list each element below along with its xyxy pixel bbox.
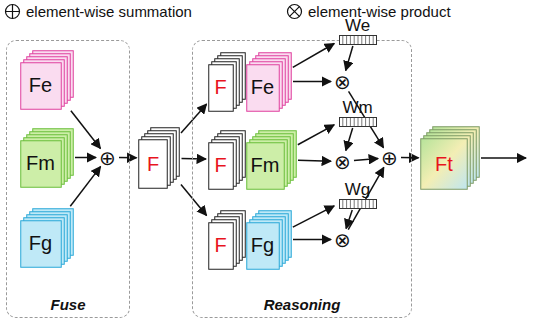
flow-arrow bbox=[346, 128, 353, 151]
operator-symbol: ⊕ bbox=[96, 146, 120, 170]
flow-arrow bbox=[346, 210, 352, 229]
flow-arrow bbox=[75, 157, 96, 159]
operator-symbol: ⊗ bbox=[331, 150, 355, 174]
weight-bar bbox=[339, 35, 377, 45]
feature-cube: Ft bbox=[420, 126, 480, 190]
feature-label: Ft bbox=[435, 153, 453, 176]
operator-glyph: ⊗ bbox=[334, 230, 351, 250]
feature-slice bbox=[246, 222, 279, 269]
feature-label: Fg bbox=[251, 234, 274, 257]
weight-label: Wg bbox=[345, 180, 371, 199]
flow-arrow bbox=[354, 158, 378, 160]
legend-symbol bbox=[286, 3, 303, 20]
weight-vector: Wm bbox=[336, 98, 380, 127]
feature-slice bbox=[246, 142, 284, 189]
legend-text: element-wise product bbox=[308, 3, 451, 20]
feature-slice bbox=[208, 142, 233, 189]
feature-slice bbox=[20, 62, 61, 109]
feature-cube: F bbox=[208, 52, 246, 112]
flow-arrow bbox=[346, 46, 353, 71]
operator-glyph: ⊕ bbox=[99, 148, 116, 168]
output-arrow bbox=[481, 157, 526, 159]
feature-slice bbox=[421, 139, 468, 190]
module-group: Fuse FeFmFg ⊕ bbox=[6, 40, 130, 318]
feature-slice bbox=[246, 64, 279, 111]
feature-cube: Fg bbox=[20, 208, 74, 268]
flow-arrow bbox=[182, 158, 207, 160]
legend-entry: element-wise product bbox=[286, 3, 451, 20]
legend-text: element-wise summation bbox=[26, 3, 192, 20]
flow-arrow bbox=[293, 43, 334, 67]
flow-arrow bbox=[181, 185, 207, 216]
flow-arrow bbox=[181, 104, 207, 133]
operator-symbol: ⊗ bbox=[331, 70, 355, 94]
feature-label: F bbox=[214, 154, 226, 177]
feature-label: F bbox=[214, 234, 226, 257]
feature-label: Fe bbox=[251, 76, 274, 99]
weight-label: Wm bbox=[342, 98, 372, 117]
feature-slice bbox=[20, 220, 61, 267]
flow-arrow bbox=[298, 125, 334, 145]
feature-slice bbox=[208, 222, 233, 269]
flow-arrow bbox=[71, 111, 101, 149]
operator-symbol: ⊗ bbox=[331, 228, 355, 252]
feature-cube: F bbox=[208, 210, 246, 270]
feature-slice bbox=[139, 140, 168, 189]
feature-slice bbox=[20, 140, 61, 187]
flow-arrow bbox=[293, 239, 331, 241]
weight-bar bbox=[339, 199, 377, 209]
feature-label: Fm bbox=[26, 152, 55, 175]
operator-glyph: ⊗ bbox=[334, 72, 351, 92]
feature-label: Fm bbox=[251, 154, 280, 177]
legend-symbol bbox=[4, 3, 21, 20]
module-label: Reasoning bbox=[264, 296, 341, 313]
flow-arrow bbox=[401, 157, 419, 159]
flow-arrow bbox=[119, 157, 137, 159]
flow-arrow bbox=[298, 160, 331, 162]
module-group: ReasoningFFeWe⊗FFmWm⊗FFgWg⊗⊕ bbox=[192, 40, 412, 318]
feature-label: Fg bbox=[29, 232, 52, 255]
feature-cube: Fm bbox=[246, 130, 297, 190]
operator-symbol: ⊕ bbox=[378, 146, 402, 170]
feature-label: F bbox=[214, 76, 226, 99]
feature-label: Fe bbox=[29, 74, 52, 97]
feature-cube: F bbox=[208, 130, 246, 190]
operator-glyph: ⊗ bbox=[334, 152, 351, 172]
legend-entry: element-wise summation bbox=[4, 3, 192, 20]
operator-glyph: ⊕ bbox=[381, 148, 398, 168]
flow-arrow bbox=[70, 167, 100, 207]
feature-cube: Fm bbox=[20, 128, 74, 188]
module-label: Fuse bbox=[50, 296, 85, 313]
feature-cube: Fe bbox=[246, 52, 292, 112]
flow-arrow bbox=[293, 206, 334, 227]
flow-arrow bbox=[293, 81, 331, 83]
feature-label: F bbox=[147, 153, 159, 176]
feature-cube: F bbox=[138, 127, 180, 189]
weight-vector: Wg bbox=[336, 180, 380, 209]
feature-cube: Fe bbox=[20, 50, 74, 110]
feature-slice bbox=[208, 64, 233, 111]
feature-cube: Fg bbox=[246, 210, 292, 270]
weight-bar bbox=[339, 117, 377, 127]
